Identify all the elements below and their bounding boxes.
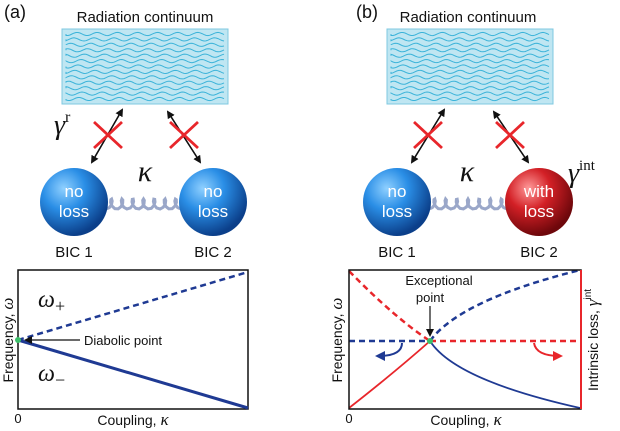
panel-a-bic1-label: BIC 1	[55, 244, 93, 261]
panel-a: (a) Radiation continuum γr κ	[0, 2, 249, 429]
panel-b-blue-axis-arrow-icon	[375, 342, 403, 361]
wave-line	[65, 91, 225, 96]
panel-b-red-loss-dashed-curve	[348, 270, 431, 343]
panel-a-left-cross-icon	[93, 120, 123, 150]
panel-b-sphere-bic1: no loss	[363, 168, 431, 236]
panel-a-plot: Diabolic point ω+ ω− Frequency, ω 0 Coup…	[0, 269, 249, 429]
panel-b-origin-label: 0	[345, 411, 352, 426]
wave-line	[390, 91, 550, 96]
panel-a-lower-branch-label: ω−	[38, 361, 65, 390]
panel-a-sphere-bic1-line2: loss	[59, 202, 89, 221]
wave-line	[390, 37, 550, 42]
wave-line	[65, 69, 225, 75]
panel-b: (b) Radiation continuum κ no loss	[327, 2, 602, 429]
panel-b-annotation-line2: point	[416, 290, 445, 305]
panel-b-spring	[427, 195, 508, 212]
wave-line	[390, 58, 550, 64]
panel-b-red-loss-solid-curve	[348, 340, 431, 409]
panel-b-blue-frequency-dashed-curve	[428, 268, 581, 342]
panel-b-tag: (b)	[356, 2, 378, 22]
wave-line	[65, 85, 225, 91]
panel-a-x-label: Coupling, κ	[97, 410, 169, 429]
wave-line	[390, 69, 550, 75]
panel-b-kappa-label: κ	[460, 155, 475, 188]
wave-line	[65, 64, 225, 69]
panel-a-waves	[65, 31, 225, 102]
panel-a-diabolic-point-marker	[15, 337, 21, 343]
panel-a-sphere-bic1-line1: no	[65, 182, 84, 201]
wave-line	[65, 53, 225, 58]
panel-b-continuum-box	[386, 28, 554, 105]
panel-b-sphere-bic2: with loss	[505, 168, 573, 236]
panel-a-sphere-bic2: no loss	[179, 168, 247, 236]
panel-a-annotation: Diabolic point	[84, 333, 162, 348]
panel-b-right-cross-icon	[495, 120, 525, 150]
panel-a-gamma-label: γr	[54, 109, 71, 141]
wave-line	[390, 75, 550, 80]
panel-b-waves	[390, 31, 550, 102]
wave-line	[390, 42, 550, 47]
panel-a-kappa-label: κ	[138, 155, 153, 188]
panel-a-continuum-box	[61, 28, 229, 105]
panel-a-sphere-bic1: no loss	[40, 168, 108, 236]
wave-line	[390, 31, 550, 37]
panel-b-bic2-label: BIC 2	[520, 244, 558, 261]
panel-b-sphere-bic1-line2: loss	[382, 202, 412, 221]
panel-b-plot-frame	[348, 269, 582, 410]
panel-b-exceptional-point-marker	[427, 338, 433, 344]
wave-line	[65, 75, 225, 80]
panel-b-gamma-label: γint	[568, 158, 596, 189]
panel-b-annotation-line1: Exceptional	[405, 273, 472, 288]
wave-line	[65, 96, 225, 102]
panel-a-right-cross-icon	[169, 120, 199, 150]
panel-a-tag: (a)	[4, 2, 26, 22]
panel-b-sphere-bic1-line1: no	[388, 182, 407, 201]
wave-line	[390, 85, 550, 91]
panel-b-y-label: Frequency, ω	[327, 298, 346, 383]
wave-line	[65, 42, 225, 47]
panel-a-bic2-label: BIC 2	[194, 244, 232, 261]
wave-line	[65, 58, 225, 64]
panel-b-plot: Exceptional point Frequency, ω Intrinsic…	[327, 268, 602, 429]
panel-b-sphere-bic2-line1: with	[523, 182, 554, 201]
panel-b-bic1-label: BIC 1	[378, 244, 416, 261]
panel-b-x-label: Coupling, κ	[430, 410, 502, 429]
panel-a-origin-label: 0	[14, 411, 21, 426]
wave-line	[390, 53, 550, 58]
panel-a-sphere-bic2-line2: loss	[198, 202, 228, 221]
panel-b-continuum-label: Radiation continuum	[400, 9, 537, 26]
panel-b-blue-frequency-solid-curve	[429, 340, 581, 409]
panel-b-left-cross-icon	[413, 120, 443, 150]
panel-a-right-radiation-arrow	[166, 110, 202, 164]
panel-b-red-axis-arrow-icon	[533, 342, 563, 361]
panel-a-y-label: Frequency, ω	[0, 298, 17, 383]
panel-a-continuum-label: Radiation continuum	[77, 9, 214, 26]
wave-line	[390, 80, 550, 85]
panel-b-y2-label: Intrinsic loss, γint	[583, 289, 602, 391]
panel-a-sphere-bic2-line1: no	[204, 182, 223, 201]
panel-a-lower-branch-line	[17, 338, 249, 410]
wave-line	[65, 37, 225, 42]
wave-line	[390, 64, 550, 69]
wave-line	[390, 96, 550, 102]
panel-b-sphere-bic2-line2: loss	[524, 202, 554, 221]
wave-line	[390, 48, 550, 53]
wave-line	[65, 31, 225, 37]
wave-line	[65, 48, 225, 53]
wave-line	[65, 80, 225, 85]
panel-a-spring	[104, 196, 182, 212]
panel-a-upper-branch-label: ω+	[38, 287, 65, 316]
